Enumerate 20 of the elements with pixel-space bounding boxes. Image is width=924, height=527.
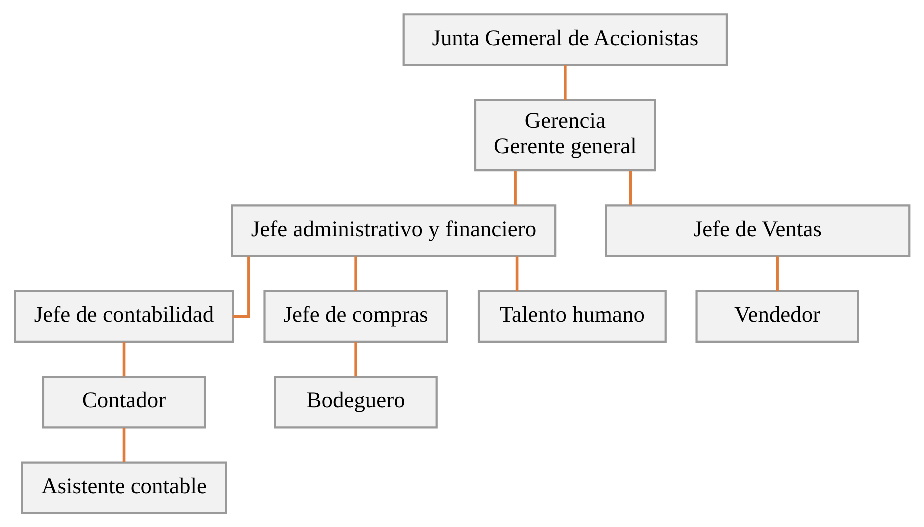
node-box: Bodeguero xyxy=(274,376,438,428)
node-box: Asistente contable xyxy=(20,461,227,514)
node-box: Gerencia Gerente general xyxy=(474,98,656,172)
connector xyxy=(776,256,778,290)
node-box: Jefe de contabilidad xyxy=(14,290,234,343)
node-box: Talento humano xyxy=(477,290,666,343)
connector xyxy=(564,65,566,100)
connector xyxy=(514,170,516,206)
node-box: Jefe administrativo y financiero xyxy=(230,204,556,257)
connector xyxy=(122,428,126,462)
connector xyxy=(354,256,357,290)
node-box: Vendedor xyxy=(695,290,859,343)
connector xyxy=(628,170,632,206)
connector xyxy=(354,342,357,376)
node-box: Jefe de Ventas xyxy=(604,204,910,257)
node-box: Jefe de compras xyxy=(263,290,448,343)
connector xyxy=(122,342,126,376)
node-box: Junta Gemeral de Accionistas xyxy=(402,13,728,66)
connector xyxy=(515,256,518,290)
node-box: Contador xyxy=(42,376,206,428)
